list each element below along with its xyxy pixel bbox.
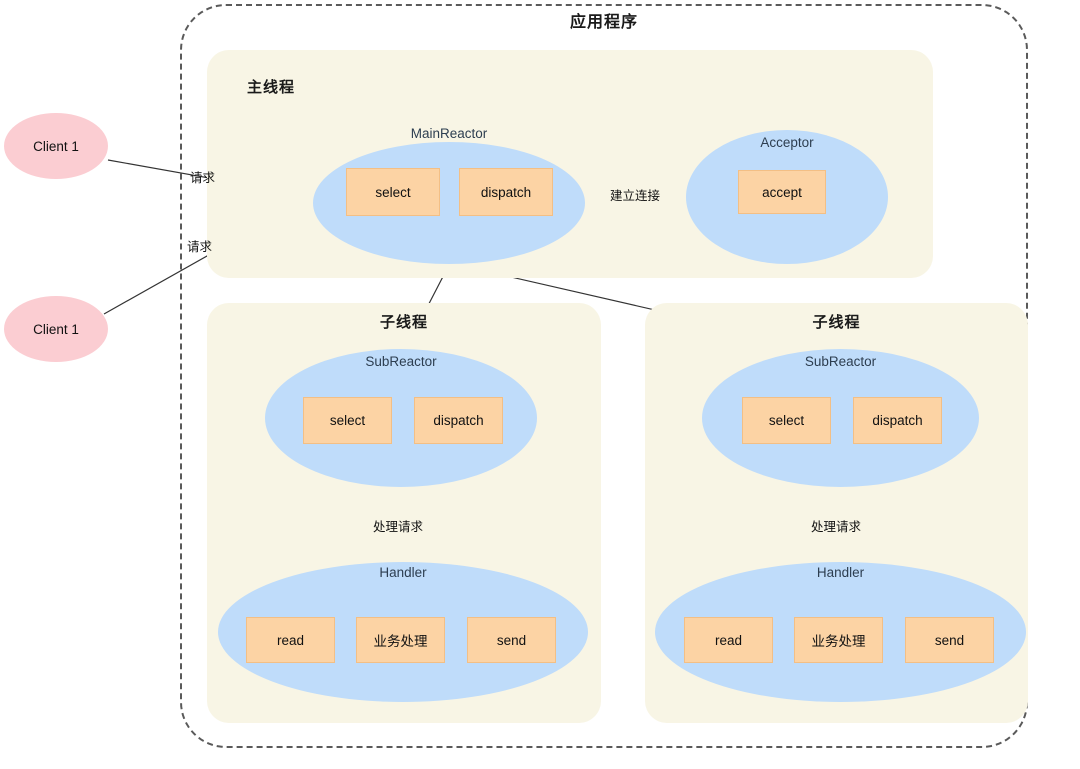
handler-op-business-left[interactable]: 业务处理 — [356, 617, 445, 663]
handler-op-send-right[interactable]: send — [905, 617, 994, 663]
main-reactor-op-select[interactable]: select — [346, 168, 440, 216]
sub-reactor-op-dispatch-left[interactable]: dispatch — [414, 397, 503, 444]
acceptor-label: Acceptor — [760, 135, 814, 150]
edge-label-handle-request-right: 处理请求 — [808, 516, 865, 535]
handler-op-send-left[interactable]: send — [467, 617, 556, 663]
handler-op-read-right[interactable]: read — [684, 617, 773, 663]
sub-reactor-label-right: SubReactor — [804, 354, 877, 369]
handler-op-business-right[interactable]: 业务处理 — [794, 617, 883, 663]
sub-reactor-op-select-right[interactable]: select — [742, 397, 831, 444]
sub-thread-title-right: 子线程 — [812, 314, 861, 331]
handler-op-read-left[interactable]: read — [246, 617, 335, 663]
edge-label-request-bottom: 请求 — [187, 240, 213, 254]
main-reactor-op-dispatch[interactable]: dispatch — [459, 168, 553, 216]
main-thread-title: 主线程 — [247, 79, 296, 96]
sub-reactor-op-select-left[interactable]: select — [303, 397, 392, 444]
client-node-1[interactable]: Client 1 — [4, 113, 108, 179]
sub-thread-title-left: 子线程 — [379, 314, 428, 331]
acceptor-op-accept[interactable]: accept — [738, 170, 826, 214]
sub-reactor-op-dispatch-right[interactable]: dispatch — [853, 397, 942, 444]
client-node-2[interactable]: Client 1 — [4, 296, 108, 362]
application-title: 应用程序 — [569, 14, 638, 31]
handler-label-right: Handler — [816, 565, 865, 580]
handler-label-left: Handler — [379, 565, 427, 580]
sub-reactor-label-left: SubReactor — [365, 354, 437, 369]
edge-label-establish-connection: 建立连接 — [608, 185, 663, 204]
edge-label-request-top: 请求 — [190, 171, 216, 185]
edge-label-handle-request-left: 处理请求 — [370, 516, 427, 535]
main-reactor-label: MainReactor — [410, 126, 488, 141]
